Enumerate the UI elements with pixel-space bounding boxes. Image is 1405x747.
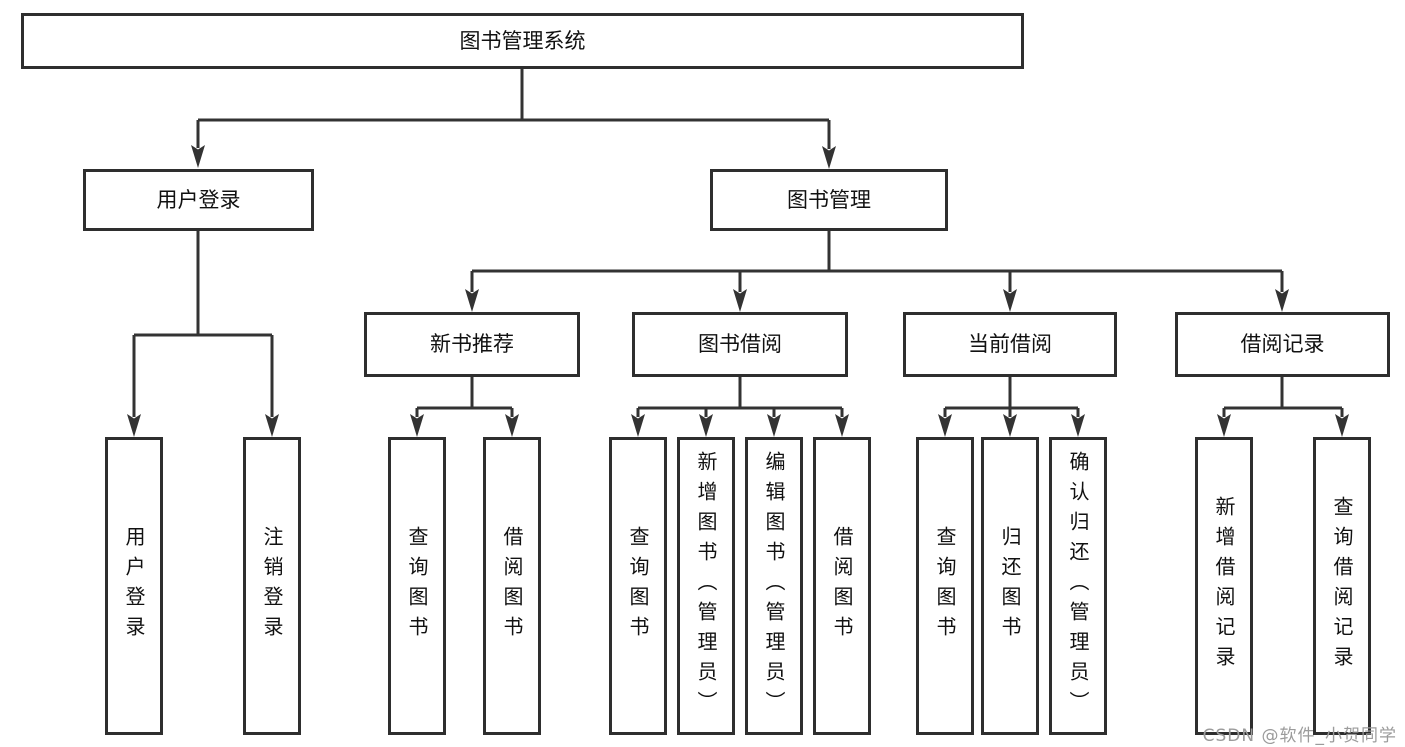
node-label: 新书推荐 — [430, 332, 514, 356]
node-root: 图书管理系统 — [21, 13, 1024, 69]
node-label: 确认归还（管理员） — [1066, 451, 1090, 721]
edges-level3-to-leaves — [410, 377, 1349, 437]
edges-book-management — [465, 231, 1289, 312]
node-label: 查询图书 — [626, 526, 650, 646]
leaf-add-book-admin: 新增图书（管理员） — [677, 437, 735, 735]
node-user-login: 用户登录 — [83, 169, 314, 231]
node-label: 图书管理系统 — [459, 28, 586, 53]
node-new-book-recommend: 新书推荐 — [364, 312, 580, 377]
leaf-query-borrow-record: 查询借阅记录 — [1313, 437, 1371, 735]
leaf-edit-book-admin: 编辑图书（管理员） — [745, 437, 803, 735]
node-label: 归还图书 — [998, 526, 1022, 646]
node-label: 用户登录 — [156, 187, 241, 212]
leaf-confirm-return-admin: 确认归还（管理员） — [1049, 437, 1107, 735]
node-book-borrow: 图书借阅 — [632, 312, 848, 377]
leaf-borrow-books: 借阅图书 — [813, 437, 871, 735]
node-book-management: 图书管理 — [710, 169, 948, 231]
node-label: 图书管理 — [787, 187, 871, 212]
edges-root — [191, 69, 836, 169]
node-label: 新增图书（管理员） — [694, 451, 718, 721]
node-label: 查询借阅记录 — [1330, 496, 1354, 676]
watermark-text: CSDN @软件_小贺同学 — [1202, 726, 1397, 746]
leaf-query-books-recommend: 查询图书 — [388, 437, 446, 735]
leaf-query-books-borrow: 查询图书 — [609, 437, 667, 735]
node-label: 用户登录 — [122, 526, 146, 646]
node-label: 借阅图书 — [500, 526, 524, 646]
leaf-query-books-current: 查询图书 — [916, 437, 974, 735]
node-label: 新增借阅记录 — [1212, 496, 1236, 676]
edges-user-login — [127, 231, 279, 437]
node-label: 当前借阅 — [968, 332, 1052, 356]
node-borrow-records: 借阅记录 — [1175, 312, 1390, 377]
node-label: 注销登录 — [260, 526, 284, 646]
node-label: 借阅图书 — [830, 526, 854, 646]
leaf-user-login: 用户登录 — [105, 437, 163, 735]
leaf-return-book: 归还图书 — [981, 437, 1039, 735]
node-label: 查询图书 — [405, 526, 429, 646]
leaf-logout: 注销登录 — [243, 437, 301, 735]
node-label: 查询图书 — [933, 526, 957, 646]
leaf-add-borrow-record: 新增借阅记录 — [1195, 437, 1253, 735]
node-label: 图书借阅 — [698, 332, 782, 356]
node-label: 编辑图书（管理员） — [762, 451, 786, 721]
leaf-borrow-books-recommend: 借阅图书 — [483, 437, 541, 735]
node-label: 借阅记录 — [1240, 332, 1325, 356]
node-current-borrow: 当前借阅 — [903, 312, 1117, 377]
